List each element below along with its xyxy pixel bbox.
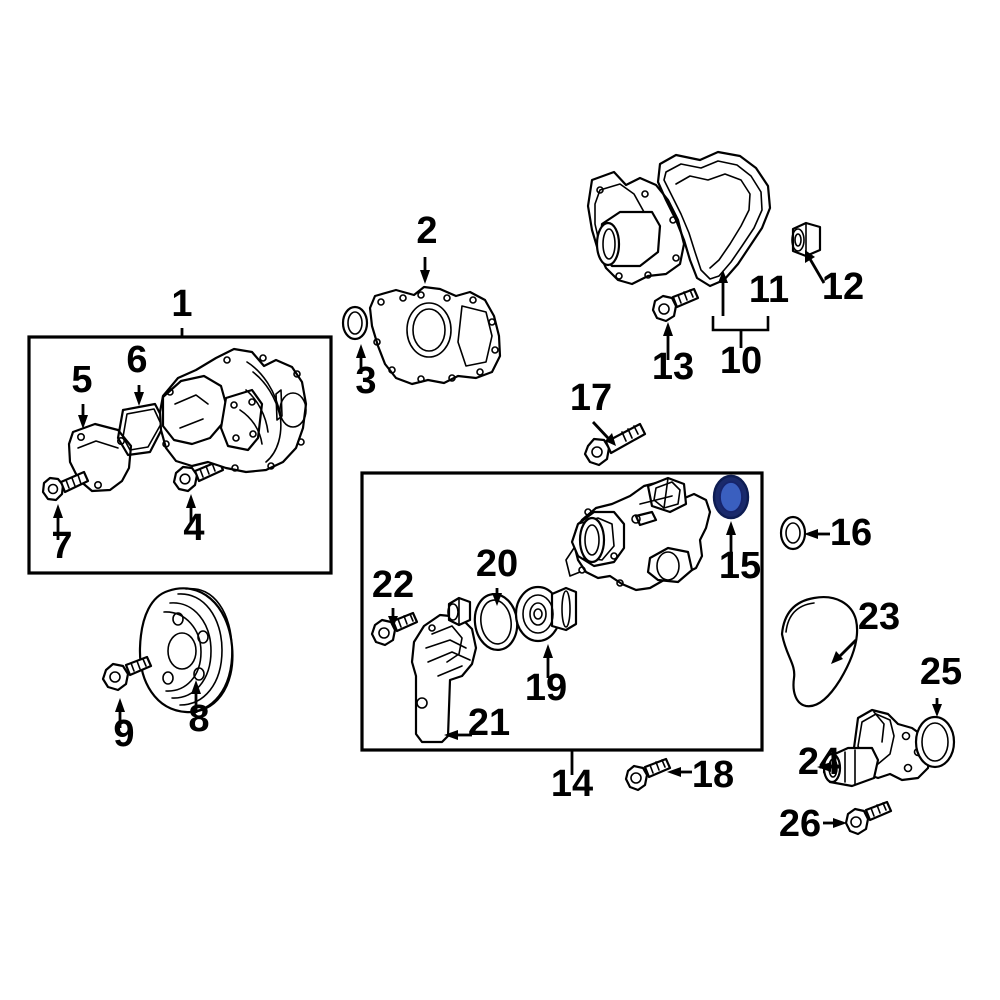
part-4-bolt — [172, 459, 225, 493]
leader-11 — [718, 270, 728, 316]
leader-23 — [831, 639, 857, 664]
callout-6: 6 — [126, 339, 147, 381]
part-19-thermostat — [514, 585, 578, 643]
callout-8: 8 — [188, 698, 209, 740]
callout-2: 2 — [416, 210, 437, 252]
callout-17: 17 — [570, 377, 612, 419]
leader-24 — [817, 762, 840, 772]
part-13-bolt — [651, 287, 700, 323]
leader-12 — [805, 250, 826, 284]
part-3-seal-ring — [341, 305, 369, 341]
part-22-bolt — [370, 611, 419, 647]
callout-15: 15 — [719, 545, 761, 587]
leader-9 — [115, 698, 125, 728]
bracket-10 — [711, 316, 770, 348]
callout-24: 24 — [798, 741, 840, 783]
part-8-pulley — [138, 587, 234, 714]
callout-20: 20 — [476, 543, 518, 585]
leader-22 — [388, 608, 398, 628]
part-21-water-inlet-tube — [410, 613, 478, 744]
leader-2 — [420, 257, 430, 284]
part-6-gasket — [116, 402, 167, 457]
leader-13 — [663, 322, 673, 360]
leader-26 — [823, 818, 847, 828]
leader-18 — [667, 767, 692, 777]
part-15-seal-highlighted — [712, 474, 750, 520]
callout-1: 1 — [171, 283, 192, 325]
callout-12: 12 — [822, 266, 864, 308]
leader-8 — [191, 680, 201, 713]
callout-18: 18 — [692, 754, 734, 796]
leader-25 — [932, 698, 942, 717]
part-16-seal-ring — [779, 515, 807, 551]
leader-19 — [543, 644, 553, 678]
leader-7 — [53, 504, 63, 540]
part-26-bolt — [844, 800, 893, 836]
callout-9: 9 — [113, 713, 134, 755]
leader-5 — [78, 404, 88, 429]
callout-21: 21 — [468, 702, 510, 744]
callout-25: 25 — [920, 651, 962, 693]
leader-4 — [186, 494, 196, 522]
callout-7: 7 — [51, 525, 72, 567]
part-10-water-outlet-housing — [586, 170, 686, 286]
leader-6 — [134, 385, 144, 406]
leader-20 — [492, 588, 502, 606]
callout-23: 23 — [858, 596, 900, 638]
callout-19: 19 — [525, 667, 567, 709]
callout-13: 13 — [652, 346, 694, 388]
callout-11: 11 — [749, 269, 789, 311]
part-2-pump-cover — [368, 285, 502, 386]
callout-22: 22 — [372, 564, 414, 606]
part-7-bolt — [41, 470, 90, 502]
part-23-coolant-hose — [780, 596, 859, 708]
part-21-bushing — [447, 596, 472, 627]
part-14-thermostat-housing — [565, 476, 712, 592]
callout-10: 10 — [720, 340, 762, 382]
callout-4: 4 — [183, 507, 204, 549]
leader-3 — [356, 344, 366, 374]
callout-16: 16 — [830, 512, 872, 554]
leader-15 — [726, 521, 736, 558]
part-12-bushing — [791, 221, 822, 258]
callout-5: 5 — [71, 359, 92, 401]
part-9-bolt — [101, 655, 153, 692]
part-18-bolt — [624, 757, 672, 792]
part-25-seal-ring — [914, 715, 956, 769]
callout-labels: 1 2 3 4 5 6 7 8 9 10 11 12 13 14 15 16 1… — [51, 210, 962, 845]
part-11-outlet-gasket — [656, 150, 772, 288]
part-1-water-pump-housing — [158, 347, 308, 474]
callout-26: 26 — [779, 803, 821, 845]
leader-17 — [591, 421, 616, 446]
leader-21 — [444, 730, 472, 740]
leader-16 — [804, 529, 830, 539]
callout-3: 3 — [355, 360, 376, 402]
callout-14: 14 — [551, 763, 593, 805]
